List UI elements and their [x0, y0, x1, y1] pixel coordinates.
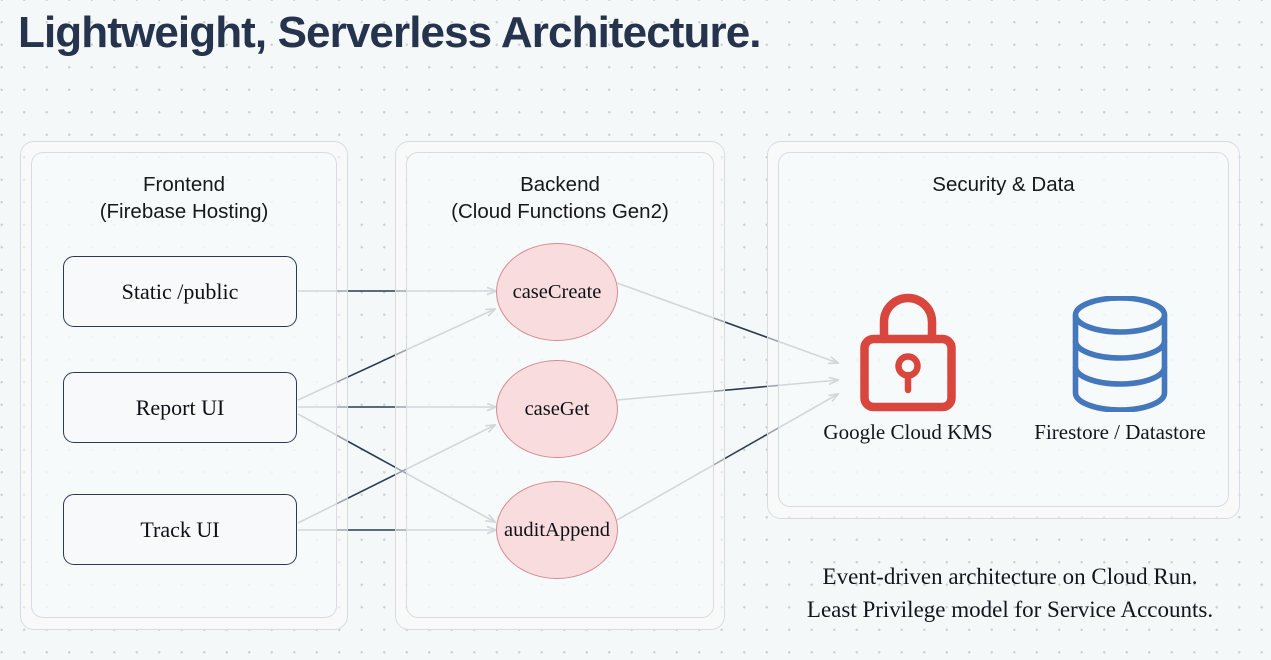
node-audit-append-label: auditAppend: [504, 518, 610, 541]
panel-security-data: Security & Data: [778, 152, 1229, 507]
caption-firestore: Firestore / Datastore: [1034, 420, 1206, 444]
node-static-public-label: Static /public: [121, 278, 239, 304]
panel-backend-title: Backend (Cloud Functions Gen2): [451, 173, 669, 223]
node-audit-append[interactable]: auditAppend: [496, 481, 618, 579]
node-case-get-label: caseGet: [524, 397, 590, 420]
panel-security-data-title: Security & Data: [932, 173, 1075, 196]
node-static-public[interactable]: Static /public: [63, 256, 297, 327]
node-case-create-label: caseCreate: [512, 280, 602, 303]
node-case-create[interactable]: caseCreate: [496, 243, 618, 341]
node-report-ui[interactable]: Report UI: [63, 372, 297, 443]
icon-group-kms: Google Cloud KMS: [822, 290, 994, 445]
node-track-ui[interactable]: Track UI: [63, 494, 297, 565]
node-track-ui-label: Track UI: [140, 516, 220, 542]
panel-frontend-title: Frontend (Firebase Hosting): [99, 173, 269, 223]
page-title: Lightweight, Serverless Architecture.: [18, 8, 762, 57]
database-icon: [1072, 296, 1168, 412]
footnote-text: Event-driven architecture on Cloud Run. …: [806, 564, 1214, 622]
node-case-get[interactable]: caseGet: [496, 360, 618, 458]
node-report-ui-label: Report UI: [135, 394, 225, 420]
caption-kms: Google Cloud KMS: [823, 420, 993, 444]
lock-icon: [860, 293, 956, 412]
icon-group-firestore: Firestore / Datastore: [1023, 296, 1217, 445]
